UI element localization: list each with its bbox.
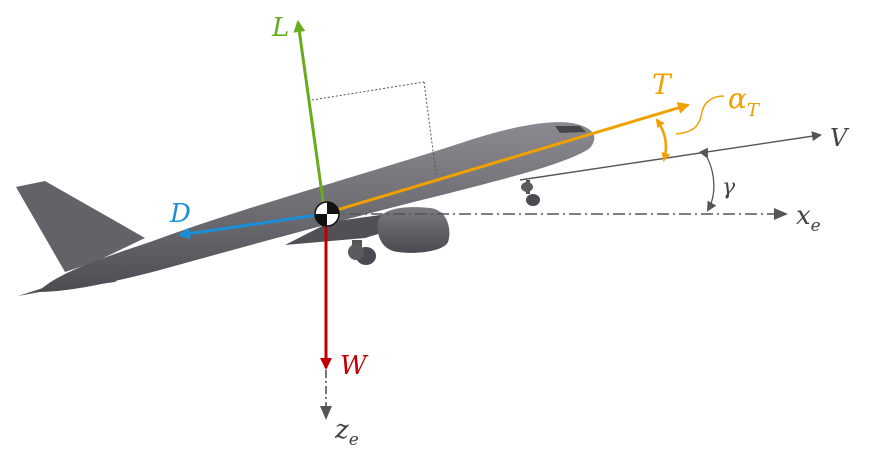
velocity-label: V (830, 124, 850, 152)
construction-line-top (311, 81, 425, 101)
flight-path-angle-label: γ (722, 175, 736, 200)
weight-label: W (340, 351, 369, 381)
lift-label: L (271, 13, 289, 43)
thrust-angle-symbol: α (728, 82, 747, 115)
drag-vector (178, 212, 325, 240)
flight-path-angle-arc (698, 147, 717, 212)
airliner-icon (16, 122, 595, 296)
thrust-angle-label: αT (728, 82, 761, 121)
earth-x-axis-label: xe (796, 201, 821, 236)
thrust-angle-subscript: T (747, 100, 761, 121)
drag-label: D (169, 199, 191, 229)
thrust-label: T (652, 68, 673, 101)
lift-vector (293, 20, 326, 209)
earth-x-axis-subscript: e (811, 216, 821, 236)
cg-marker-icon (314, 201, 340, 227)
thrust-angle-leader (675, 95, 725, 135)
thrust-angle-arc (655, 118, 671, 162)
earth-z-axis-label: ze (334, 415, 359, 450)
earth-z-axis-symbol: z (334, 415, 349, 445)
perpendicular-construction (311, 81, 437, 175)
thrust-vector (329, 102, 690, 214)
earth-x-axis-symbol: x (796, 201, 811, 231)
construction-line-right (423, 81, 437, 175)
earth-z-axis-subscript: e (349, 430, 359, 450)
